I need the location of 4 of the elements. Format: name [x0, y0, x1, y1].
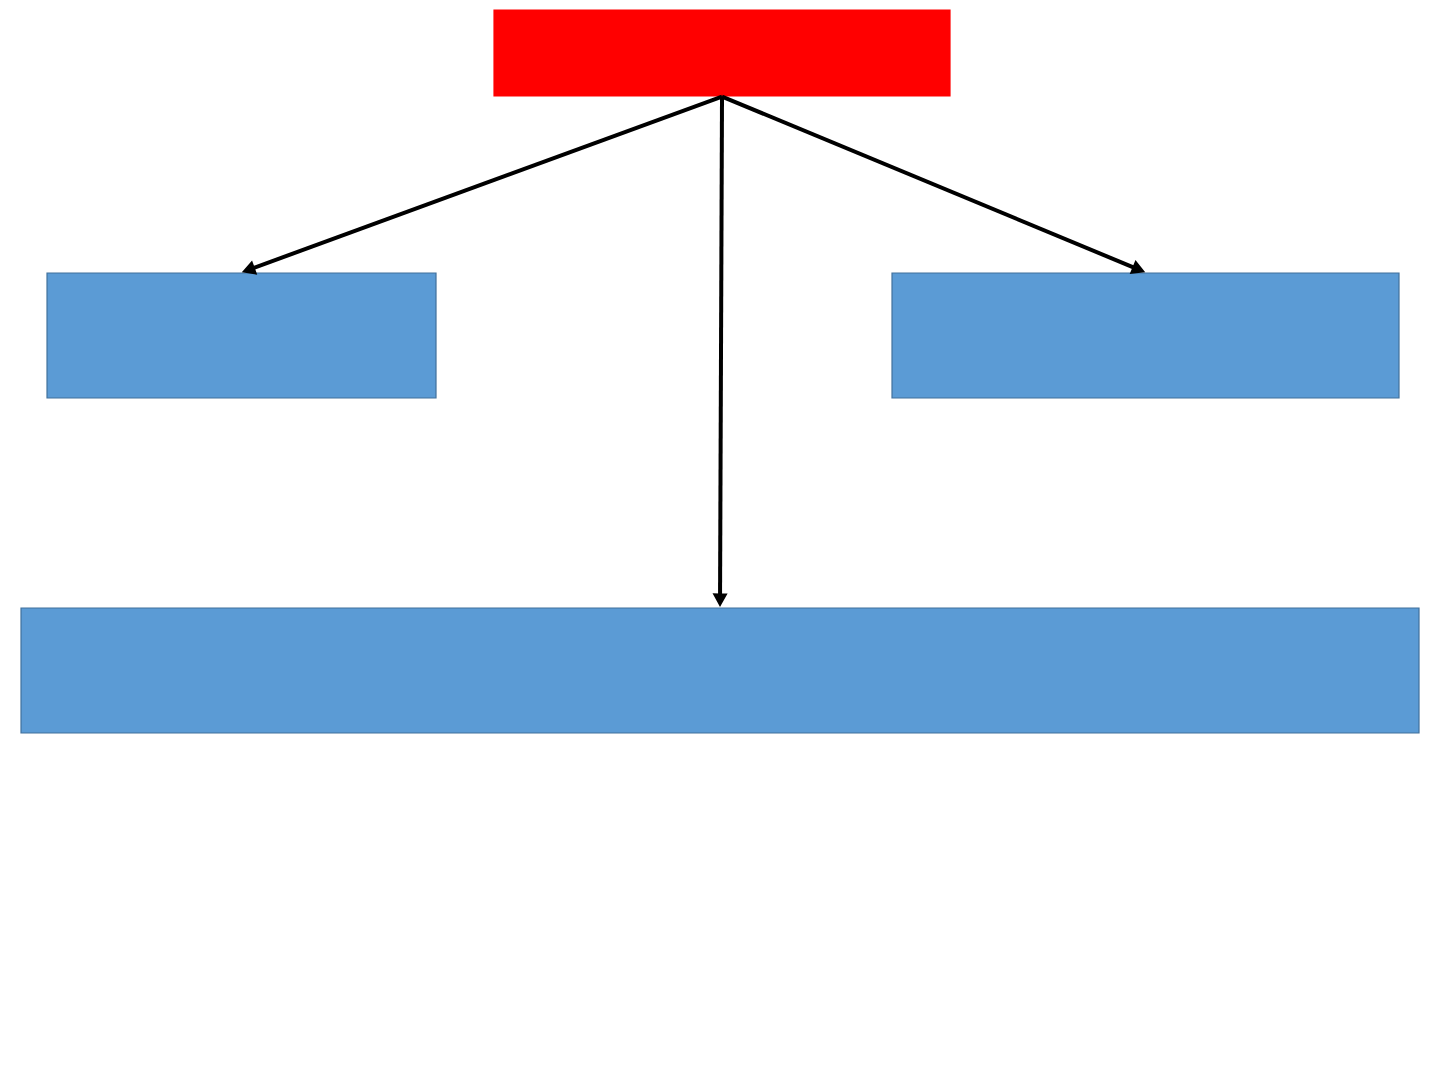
- box: [891, 272, 1400, 399]
- box: [20, 607, 1420, 734]
- box: [493, 9, 951, 97]
- box: [46, 272, 437, 399]
